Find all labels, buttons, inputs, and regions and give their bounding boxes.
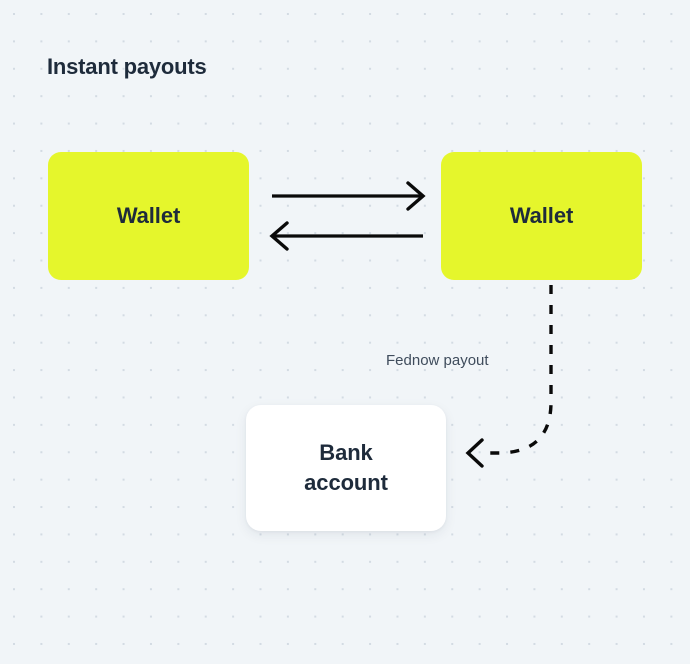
arrowhead-left-icon (465, 438, 484, 468)
node-label-wrapper: Bank account (304, 438, 388, 499)
node-bank-account[interactable]: Bank account (246, 405, 446, 531)
node-wallet-right[interactable]: Wallet (441, 152, 642, 280)
edge-wallet-right-to-bank-account (465, 285, 553, 468)
node-label: Wallet (509, 202, 574, 228)
node-label-line-2: account (304, 470, 388, 495)
edge-dashed-path (481, 285, 553, 455)
edge-label-fednow-payout: Fednow payout (386, 352, 489, 369)
node-wallet-left[interactable]: Wallet (48, 152, 249, 280)
arrowhead-left-icon (269, 221, 289, 251)
page-title: Instant payouts (47, 54, 207, 79)
edge-wallet-right-to-wallet-left (269, 221, 423, 251)
node-label: Wallet (116, 202, 181, 228)
arrowhead-right-icon (406, 181, 426, 211)
node-label-line-1: Bank (319, 439, 373, 465)
edge-wallet-left-to-wallet-right (272, 181, 426, 211)
